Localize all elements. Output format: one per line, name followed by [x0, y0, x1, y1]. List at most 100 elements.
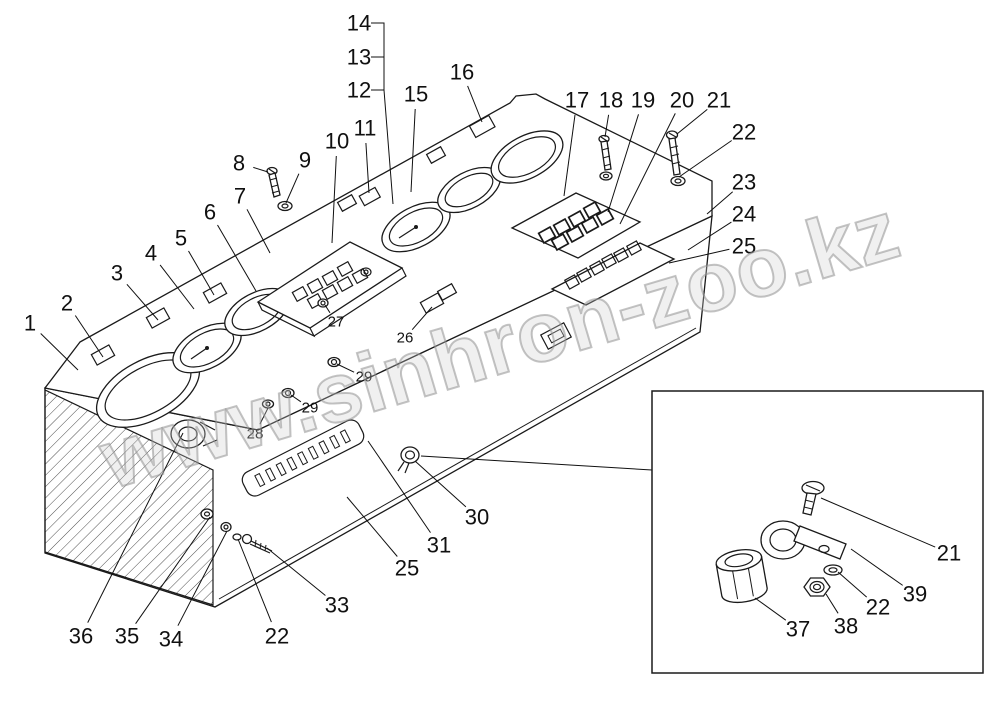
callout-19: 19 — [631, 88, 655, 113]
callout-10: 10 — [325, 129, 349, 154]
leader-1 — [40, 333, 79, 371]
switch-block — [510, 192, 642, 259]
callout-12: 12 — [347, 78, 371, 103]
callout-22: 22 — [265, 624, 289, 649]
callout-31: 31 — [427, 533, 451, 558]
callout-34: 34 — [159, 627, 183, 652]
callout-15: 15 — [404, 82, 428, 107]
front-latch — [539, 322, 573, 350]
leader-2 — [74, 315, 104, 358]
callout-4: 4 — [145, 241, 157, 266]
inset-box — [651, 390, 984, 674]
callout-39: 39 — [903, 582, 927, 607]
switch-opening-2 — [145, 307, 171, 329]
switch-opening-5 — [358, 186, 382, 207]
callout-35: 35 — [115, 624, 139, 649]
leader-22 — [678, 140, 732, 178]
leader-24 — [687, 221, 732, 251]
leader-26 — [411, 306, 433, 331]
callout-14: 14 — [347, 11, 371, 36]
leader-23 — [706, 191, 734, 215]
leader-3 — [126, 283, 159, 321]
callout-9: 9 — [299, 148, 311, 173]
panel-side-hatch — [44, 389, 214, 606]
leader-29 — [336, 363, 355, 373]
callout-27: 27 — [328, 314, 345, 331]
switch-opening-4 — [468, 114, 496, 139]
leader-30 — [414, 460, 467, 508]
leader-9 — [285, 173, 300, 204]
leader-29 — [290, 394, 302, 403]
leader-33 — [266, 547, 326, 596]
callout-8: 8 — [233, 151, 245, 176]
callout-18: 18 — [599, 88, 623, 113]
leader-31 — [367, 440, 431, 533]
callout-6: 6 — [204, 200, 216, 225]
washer-9 — [277, 200, 293, 212]
bracket-leader-12-13-14 — [371, 22, 394, 205]
digit-counter-block — [550, 240, 676, 306]
leader-27 — [324, 304, 331, 314]
leader-7 — [246, 209, 271, 254]
callout-36: 36 — [69, 624, 93, 649]
callout-20: 20 — [670, 88, 694, 113]
plug-button-30 — [397, 446, 420, 474]
callout-24: 24 — [732, 202, 756, 227]
panel-bottom-flange — [218, 327, 697, 600]
callout-13: 13 — [347, 45, 371, 70]
leader-21 — [676, 109, 708, 135]
leader-34 — [177, 530, 228, 626]
callout-17: 17 — [565, 88, 589, 113]
callout-33: 33 — [325, 593, 349, 618]
callout-29: 29 — [356, 369, 373, 386]
inset-screw-21 — [801, 480, 825, 516]
callout-23: 23 — [732, 170, 756, 195]
leader-18 — [604, 114, 610, 138]
callout-37: 37 — [786, 617, 810, 642]
washer-22 — [670, 175, 686, 187]
gauge-6 — [490, 130, 564, 184]
leader-16 — [467, 85, 483, 123]
gauge-large — [95, 352, 201, 428]
front-label-plate — [241, 419, 365, 497]
mount-bolt-34 — [220, 521, 232, 533]
leader-19 — [607, 114, 639, 213]
inset-washer-22 — [823, 564, 843, 576]
callout-22: 22 — [866, 595, 890, 620]
callout-28: 28 — [247, 426, 264, 443]
leader-5 — [188, 250, 215, 296]
panel-body — [43, 93, 713, 608]
leader-20 — [619, 113, 676, 225]
switch-opening-1 — [90, 344, 116, 366]
screw-8 — [266, 166, 281, 198]
stud-28 — [261, 399, 275, 409]
screw-18 — [598, 134, 612, 171]
callout-2: 2 — [61, 291, 73, 316]
callout-5: 5 — [175, 226, 187, 251]
callout-38: 38 — [834, 614, 858, 639]
callout-22: 22 — [732, 120, 756, 145]
callout-21: 21 — [707, 88, 731, 113]
inset-nut-38 — [803, 577, 831, 597]
callout-1: 1 — [24, 311, 36, 336]
leader-22 — [837, 571, 868, 598]
leader-21 — [820, 497, 936, 548]
leader-25 — [668, 248, 730, 264]
leader-36 — [87, 432, 184, 623]
cluster-button — [317, 298, 329, 308]
leader-17 — [563, 114, 576, 197]
callout-7: 7 — [234, 184, 246, 209]
leader-28 — [259, 407, 269, 425]
stud-29a — [327, 356, 341, 368]
callout-25: 25 — [395, 556, 419, 581]
switch-opening-3 — [202, 282, 228, 304]
inset-link-line — [420, 455, 653, 471]
leader-35 — [135, 516, 211, 624]
callout-3: 3 — [111, 261, 123, 286]
callout-26: 26 — [397, 330, 414, 347]
switch-opening-7 — [425, 145, 447, 165]
leader-37 — [754, 597, 787, 621]
callout-21: 21 — [937, 541, 961, 566]
